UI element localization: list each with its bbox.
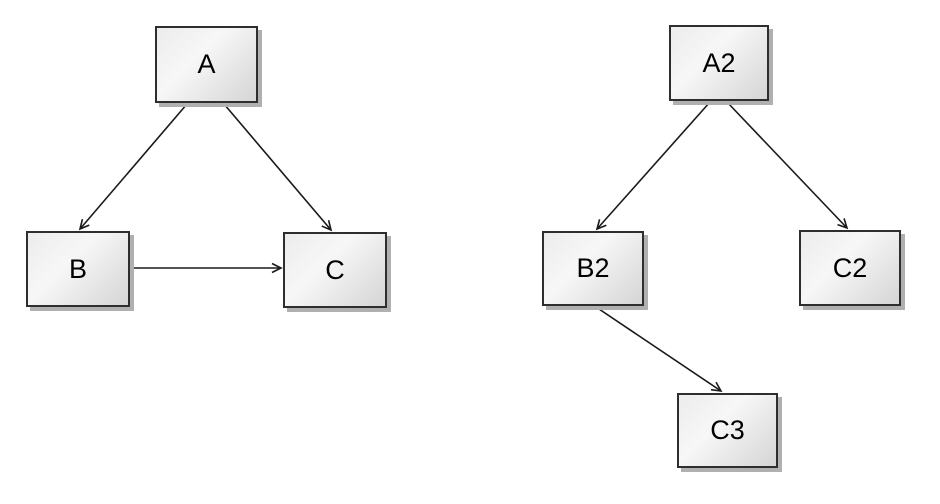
- node-label-a2: A2: [702, 47, 736, 78]
- node-label-b2: B2: [576, 253, 610, 283]
- edge-a2-b2: [595, 101, 711, 231]
- node-label-c3: C3: [710, 415, 745, 445]
- node-b2: B2: [542, 231, 644, 306]
- node-label-a: A: [197, 49, 216, 79]
- edge-a-c: [223, 103, 333, 232]
- node-c3: C3: [677, 393, 778, 468]
- edge-b2-c3: [595, 306, 723, 392]
- node-label-c2: C2: [832, 252, 868, 283]
- edge-a-b: [78, 103, 188, 231]
- edge-a2-c2: [726, 101, 849, 230]
- node-c2: C2: [799, 230, 901, 306]
- node-b: B: [26, 231, 130, 307]
- node-label-c: C: [325, 254, 345, 285]
- node-c: C: [283, 232, 387, 308]
- node-label-b: B: [68, 253, 87, 284]
- node-a: A: [155, 26, 258, 103]
- node-a2: A2: [669, 25, 769, 101]
